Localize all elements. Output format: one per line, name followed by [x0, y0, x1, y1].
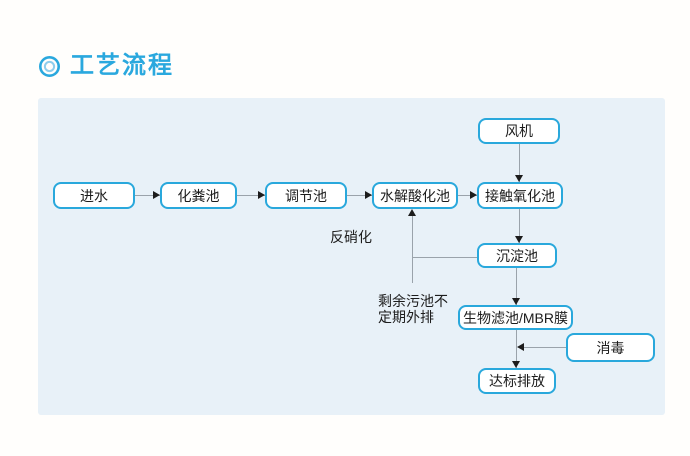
- arrow-right-icon: [153, 191, 160, 199]
- denitrification-label: 反硝化: [330, 229, 372, 245]
- section-header: 工艺流程: [38, 52, 174, 80]
- arrow-down-icon: [512, 361, 520, 368]
- arrow-down-icon: [515, 175, 523, 182]
- node-discharge: 达标排放: [478, 368, 556, 394]
- arrow-right-icon: [470, 191, 477, 199]
- node-contact-oxidation-tank: 接触氧化池: [477, 182, 563, 209]
- arrow-down-icon: [515, 236, 523, 243]
- node-biofilter-mbr: 生物滤池/MBR膜: [458, 305, 573, 330]
- connector-biofilter-discharge: [516, 330, 517, 368]
- connector-blower-contact: [519, 144, 520, 182]
- node-blower: 风机: [478, 118, 560, 144]
- arrow-right-icon: [365, 191, 372, 199]
- flowchart-panel: 进水 化粪池 调节池 水解酸化池 接触氧化池 风机 沉淀池 生物滤池/MBR膜 …: [38, 98, 665, 415]
- node-hydrolysis-acidification-tank: 水解酸化池: [372, 182, 458, 209]
- connector-sedimentation-biofilter: [516, 268, 517, 305]
- connector-regulating-hydrolysis: [347, 195, 372, 196]
- connector-contact-sedimentation: [519, 209, 520, 243]
- double-circle-bullet-icon: [39, 55, 60, 77]
- connector-hydrolysis-contact: [458, 195, 477, 196]
- arrow-left-icon: [517, 343, 524, 351]
- node-sedimentation-tank: 沉淀池: [477, 243, 557, 268]
- connector-inlet-septic: [135, 195, 160, 196]
- connector-septic-regulating: [237, 195, 265, 196]
- node-regulating-tank: 调节池: [265, 182, 347, 209]
- connector-return-horizontal: [412, 257, 477, 258]
- page-title: 工艺流程: [70, 52, 174, 79]
- node-inlet: 进水: [53, 182, 135, 209]
- sludge-discharge-note: 剩余污池不 定期外排: [378, 293, 448, 325]
- connector-disinfection-join: [524, 347, 566, 348]
- connector-return-vertical: [412, 216, 413, 283]
- arrow-right-icon: [258, 191, 265, 199]
- node-disinfection: 消毒: [566, 333, 655, 362]
- arrow-up-icon: [408, 209, 416, 216]
- arrow-down-icon: [512, 298, 520, 305]
- node-septic-tank: 化粪池: [160, 182, 237, 209]
